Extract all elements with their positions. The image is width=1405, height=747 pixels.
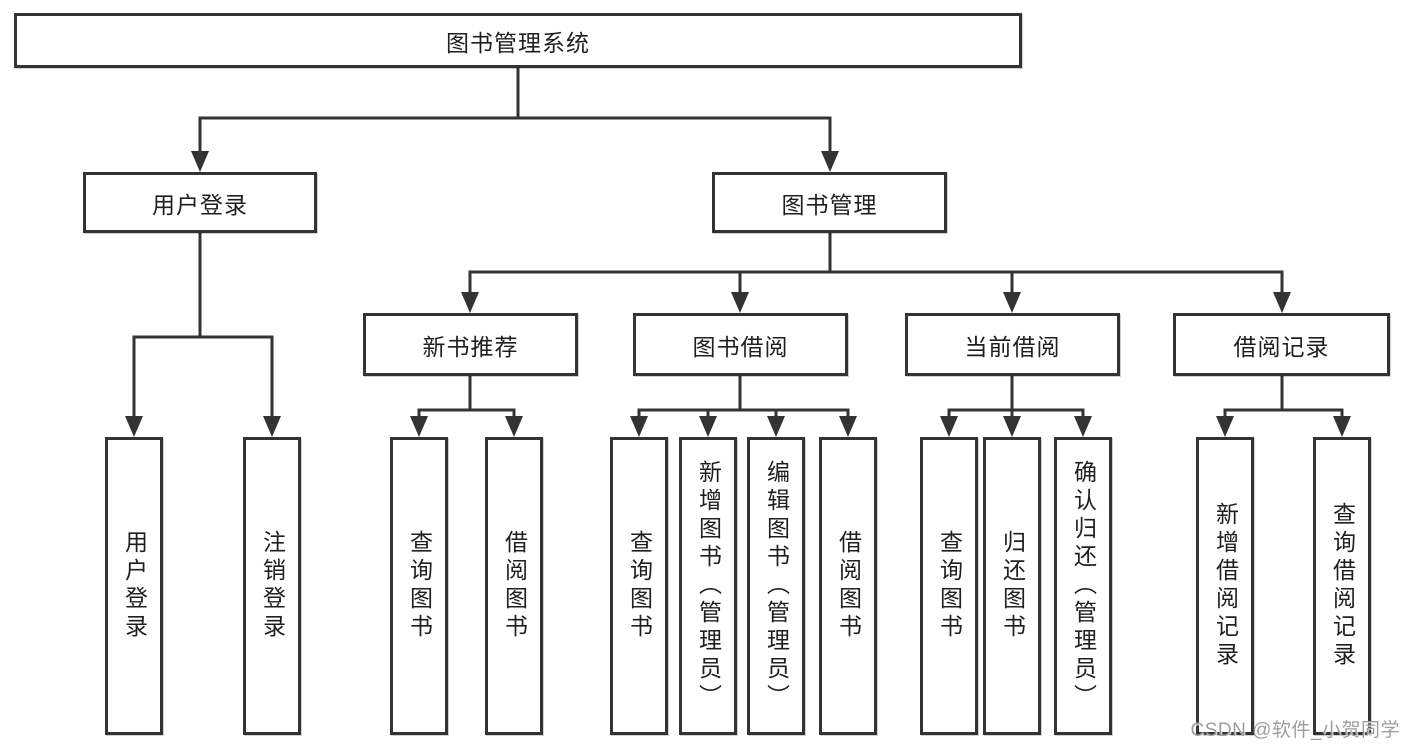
node-current-borrow-label: 当前借阅 <box>964 333 1061 360</box>
node-leaf-br-add-record-label: 新增借阅记录 <box>1212 502 1239 670</box>
node-user-login-label: 用户登录 <box>152 191 248 218</box>
node-leaf-rec-query-book: 查询图书 <box>390 437 448 735</box>
node-leaf-logout: 注销登录 <box>243 437 301 735</box>
node-new-book-rec: 新书推荐 <box>363 313 578 376</box>
node-leaf-bb-edit-book-label: 编辑图书（管理员） <box>763 460 790 712</box>
node-leaf-cb-confirm-return: 确认归还（管理员） <box>1054 437 1112 735</box>
node-current-borrow: 当前借阅 <box>905 313 1120 376</box>
node-leaf-bb-add-book: 新增图书（管理员） <box>679 437 737 735</box>
node-root-label: 图书管理系统 <box>446 29 590 56</box>
node-leaf-br-query-record-label: 查询借阅记录 <box>1329 502 1356 670</box>
csdn-watermark: CSDN @软件_小贺同学 <box>1190 720 1400 741</box>
node-leaf-cb-return-book: 归还图书 <box>983 437 1041 735</box>
node-leaf-rec-borrow-book-label: 借阅图书 <box>501 530 528 642</box>
node-leaf-cb-query-book-label: 查询图书 <box>936 530 963 642</box>
node-leaf-rec-borrow-book: 借阅图书 <box>485 437 543 735</box>
node-leaf-bb-add-book-label: 新增图书（管理员） <box>695 460 722 712</box>
node-leaf-user-login: 用户登录 <box>105 437 163 735</box>
node-leaf-br-add-record: 新增借阅记录 <box>1196 437 1254 735</box>
node-root: 图书管理系统 <box>14 13 1022 68</box>
arrow-heads <box>125 151 1351 437</box>
node-leaf-cb-query-book: 查询图书 <box>920 437 978 735</box>
node-borrow-record-label: 借阅记录 <box>1233 333 1330 360</box>
node-book-mgmt-label: 图书管理 <box>781 191 878 218</box>
node-user-login: 用户登录 <box>83 172 317 233</box>
node-leaf-bb-edit-book: 编辑图书（管理员） <box>747 437 805 735</box>
node-leaf-bb-borrow-book-label: 借阅图书 <box>835 530 862 642</box>
node-book-borrow: 图书借阅 <box>633 313 848 376</box>
node-leaf-bb-query-book-label: 查询图书 <box>626 530 653 642</box>
node-leaf-cb-return-book-label: 归还图书 <box>999 530 1026 642</box>
node-borrow-record: 借阅记录 <box>1173 313 1390 376</box>
node-book-borrow-label: 图书借阅 <box>692 333 789 360</box>
node-leaf-cb-confirm-return-label: 确认归还（管理员） <box>1070 460 1097 712</box>
node-leaf-rec-query-book-label: 查询图书 <box>406 530 433 642</box>
node-leaf-logout-label: 注销登录 <box>259 530 286 642</box>
node-leaf-bb-query-book: 查询图书 <box>610 437 668 735</box>
node-leaf-br-query-record: 查询借阅记录 <box>1313 437 1371 735</box>
node-leaf-bb-borrow-book: 借阅图书 <box>819 437 877 735</box>
node-new-book-rec-label: 新书推荐 <box>422 333 519 360</box>
node-leaf-user-login-label: 用户登录 <box>121 530 148 642</box>
node-book-mgmt: 图书管理 <box>712 172 947 233</box>
